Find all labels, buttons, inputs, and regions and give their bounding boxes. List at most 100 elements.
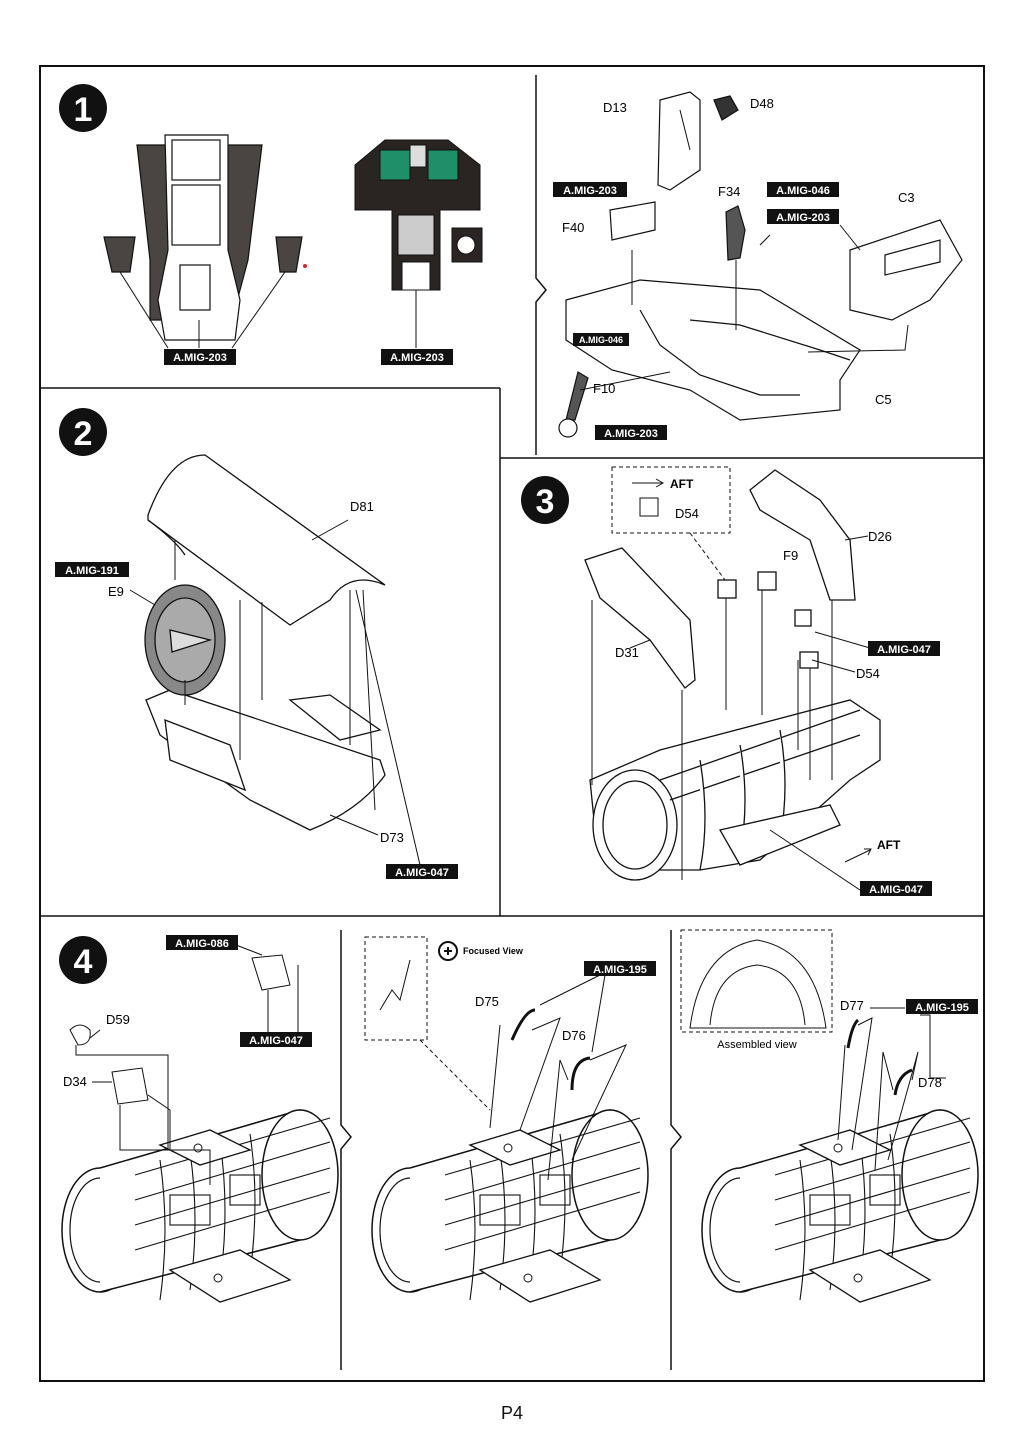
part-icon [570, 1056, 591, 1091]
paint-label: A.MIG-047 [868, 641, 940, 656]
part-label: D26 [868, 529, 892, 544]
step-number-badge [59, 408, 107, 456]
leader-lines [119, 271, 417, 349]
step-number: 4 [74, 943, 93, 981]
svg-text:A.MIG-195: A.MIG-195 [915, 1002, 969, 1014]
part-label: D81 [350, 499, 374, 514]
step-3: 3 AFT D54 D26 F9 [521, 466, 940, 896]
part-label: F9 [783, 548, 798, 563]
engine-assembly [371, 1109, 649, 1303]
svg-text:A.MIG-203: A.MIG-203 [173, 352, 227, 364]
paint-label: A.MIG-203 [767, 209, 839, 224]
svg-text:A.MIG-047: A.MIG-047 [869, 884, 923, 896]
part-label: D78 [918, 1075, 942, 1090]
paint-label: A.MIG-046 [767, 182, 839, 197]
part-label: C5 [875, 392, 892, 407]
svg-text:A.MIG-047: A.MIG-047 [877, 644, 931, 656]
intake-duct-parts [144, 454, 386, 831]
part-label: F40 [562, 220, 584, 235]
part-label: D54 [675, 506, 699, 521]
panel-dividers [41, 75, 984, 1370]
part-icon [846, 1018, 860, 1049]
arrows [129, 519, 421, 866]
cockpit-tub-top-view [103, 134, 303, 341]
engine-assembly [701, 1109, 979, 1303]
paint-label: A.MIG-203 [164, 349, 236, 365]
part-icon [639, 497, 659, 517]
part-icon [689, 939, 827, 1029]
assembled-view-label: Assembled view [717, 1039, 797, 1051]
leader-line [419, 1039, 491, 1111]
svg-text:A.MIG-086: A.MIG-086 [175, 938, 229, 950]
svg-text:A.MIG-203: A.MIG-203 [390, 352, 444, 364]
arrows [837, 1007, 946, 1171]
step-number: 2 [74, 415, 93, 453]
step-1: 1 A.MIG-203 [59, 84, 963, 440]
part-label: D34 [63, 1074, 87, 1089]
part-label: D59 [106, 1012, 130, 1027]
step-4: 4 D59 D34 A.MIG-086 A.MIG-047 Focused Vi… [59, 929, 979, 1303]
svg-text:A.MIG-047: A.MIG-047 [395, 867, 449, 879]
assembled-view-box [680, 929, 833, 1033]
direction-label: AFT [877, 838, 901, 852]
instrument-panel [354, 139, 483, 291]
cockpit-tub-exploded [558, 91, 963, 438]
step-number-badge [59, 84, 107, 132]
part-label: F10 [593, 381, 615, 396]
red-marker [303, 264, 307, 268]
sheet-frame [39, 65, 985, 1382]
paint-label: A.MIG-203 [381, 349, 453, 365]
svg-text:A.MIG-203: A.MIG-203 [563, 185, 617, 197]
step-number-badge [521, 476, 569, 524]
svg-text:A.MIG-046: A.MIG-046 [579, 335, 623, 345]
paint-label: A.MIG-047 [860, 881, 932, 896]
paint-label: A.MIG-195 [906, 999, 978, 1014]
paint-label: A.MIG-195 [584, 961, 656, 976]
part-label: D77 [840, 998, 864, 1013]
svg-text:A.MIG-203: A.MIG-203 [776, 212, 830, 224]
part-label: D31 [615, 645, 639, 660]
paint-label: A.MIG-203 [553, 182, 627, 197]
svg-text:A.MIG-191: A.MIG-191 [65, 565, 119, 577]
part-label: D76 [562, 1028, 586, 1043]
part-label: D48 [750, 96, 774, 111]
svg-text:A.MIG-046: A.MIG-046 [776, 185, 830, 197]
aft-arrow-icon [632, 478, 665, 488]
part-icon [111, 1067, 149, 1105]
svg-text:A.MIG-203: A.MIG-203 [604, 428, 658, 440]
arrows [75, 944, 299, 1185]
part-label: E9 [108, 584, 124, 599]
step-number-badge [59, 936, 107, 984]
part-label: C3 [898, 190, 915, 205]
part-label: D54 [856, 666, 880, 681]
part-icon [510, 1008, 536, 1041]
part-label: D73 [380, 830, 404, 845]
paint-label: A.MIG-047 [240, 1032, 312, 1047]
intake-assembly [584, 469, 881, 881]
arrows [579, 109, 909, 391]
page-number: P4 [500, 1403, 524, 1423]
part-label: F34 [718, 184, 740, 199]
svg-text:A.MIG-047: A.MIG-047 [249, 1035, 303, 1047]
paint-label: A.MIG-086 [166, 935, 238, 950]
inset-direction: AFT [670, 477, 694, 491]
paint-label: A.MIG-191 [55, 562, 129, 577]
paint-label: A.MIG-047 [386, 864, 458, 879]
focused-view-label: Focused View [463, 946, 524, 956]
arrows [591, 535, 872, 891]
arrows [489, 974, 628, 1181]
part-icon [379, 959, 411, 1011]
engine-assembly [61, 1109, 339, 1303]
svg-text:A.MIG-195: A.MIG-195 [593, 964, 647, 976]
step-2: 2 D81 E9 D73 A.MIG-191 A.MIG-047 [55, 408, 458, 879]
inset-box [611, 466, 731, 534]
part-icon [251, 954, 291, 991]
part-label: D75 [475, 994, 499, 1009]
step-number: 1 [74, 91, 93, 129]
leader-line [689, 532, 726, 581]
part-icon [69, 1024, 91, 1046]
step-number: 3 [536, 483, 555, 521]
paint-label: A.MIG-046 [573, 333, 629, 346]
focused-view-box [364, 936, 428, 1041]
